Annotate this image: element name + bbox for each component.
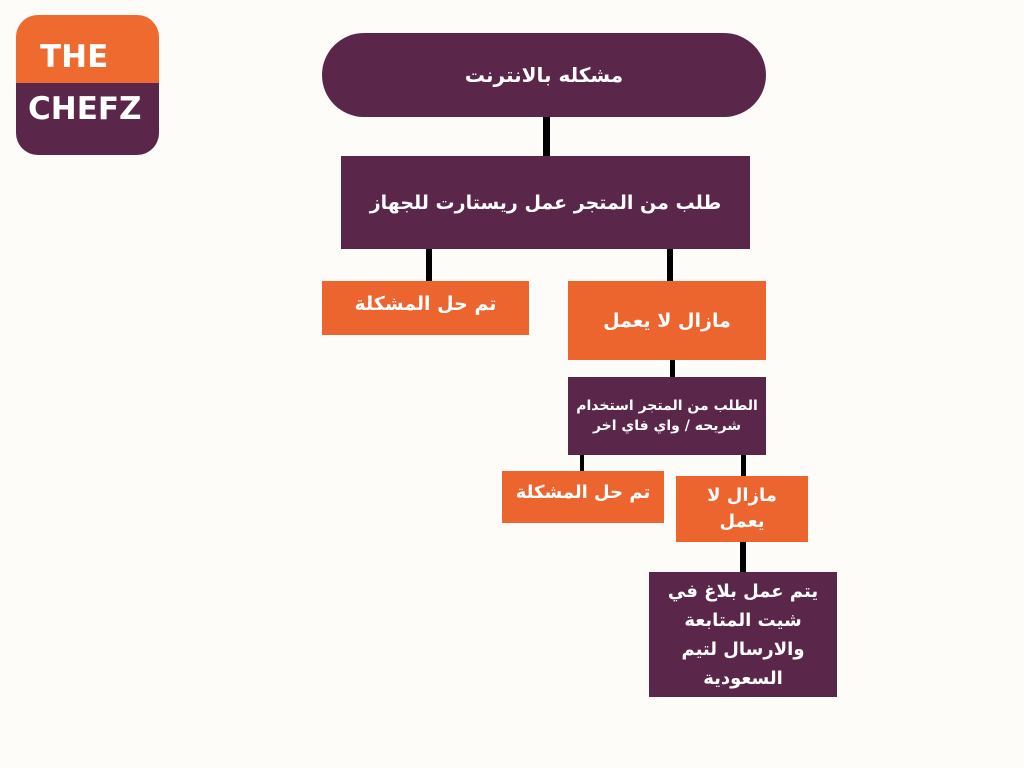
node-internet-problem-label: مشكله بالانترنت	[464, 63, 624, 87]
node-sim-wifi-request-label: الطلب من المتجر استخدام شريحه / واي فاي …	[576, 398, 758, 434]
connector-root-restart	[543, 117, 550, 156]
node-internet-problem: مشكله بالانترنت	[322, 33, 766, 117]
connector-simwifi-solved2	[580, 455, 584, 471]
node-still-not-working-2: مازال لا يعمل	[676, 476, 808, 542]
node-create-report-label: يتم عمل بلاغ في شيت المتابعة والارسال لت…	[667, 580, 819, 689]
connector-restart-solved1	[426, 249, 432, 281]
node-solved-1: تم حل المشكلة	[322, 281, 529, 335]
node-still-not-working-2-label: مازال لا يعمل	[707, 485, 777, 532]
node-sim-wifi-request: الطلب من المتجر استخدام شريحه / واي فاي …	[568, 377, 766, 455]
the-chefz-logo: THE CHEFZ	[16, 15, 159, 155]
connector-still2-report	[740, 542, 746, 572]
node-solved-2-label: تم حل المشكلة	[515, 482, 651, 503]
node-solved-2: تم حل المشكلة	[502, 471, 664, 523]
node-restart-request: طلب من المتجر عمل ريستارت للجهاز	[341, 156, 750, 249]
node-create-report: يتم عمل بلاغ في شيت المتابعة والارسال لت…	[649, 572, 837, 697]
connector-restart-still1	[667, 249, 673, 281]
logo-text-the: THE	[16, 15, 159, 83]
node-solved-1-label: تم حل المشكلة	[354, 293, 497, 315]
node-restart-request-label: طلب من المتجر عمل ريستارت للجهاز	[369, 191, 722, 214]
node-still-not-working-1: مازال لا يعمل	[568, 281, 766, 360]
connector-simwifi-still2	[741, 455, 746, 476]
connector-still1-simwifi	[670, 360, 675, 377]
node-still-not-working-1-label: مازال لا يعمل	[603, 309, 731, 332]
logo-text-chefz: CHEFZ	[16, 83, 159, 155]
